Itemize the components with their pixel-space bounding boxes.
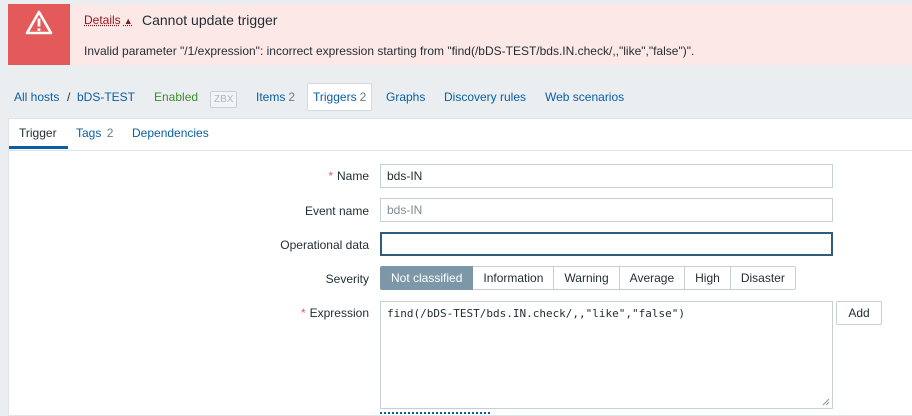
- details-toggle[interactable]: Details▲: [84, 13, 133, 27]
- severity-label: Severity: [325, 272, 369, 286]
- severity-disaster[interactable]: Disaster: [730, 266, 796, 290]
- required-marker: *: [328, 169, 333, 183]
- event-name-input[interactable]: bds-IN: [380, 198, 833, 222]
- expression-label: *Expression: [300, 306, 369, 320]
- expression-text: find(/bDS-TEST/bds.IN.check/,,"like","fa…: [387, 307, 686, 320]
- tags-count: 2: [106, 126, 114, 140]
- resize-handle-icon[interactable]: [822, 398, 830, 406]
- severity-high[interactable]: High: [685, 266, 731, 290]
- error-title: Cannot update trigger: [142, 12, 278, 28]
- name-label: *Name: [328, 169, 369, 183]
- items-count: 2: [288, 90, 296, 104]
- warning-icon: [25, 10, 53, 35]
- trigger-form-panel: Trigger Tags 2 Dependencies *Name bds-IN…: [8, 118, 912, 416]
- severity-information[interactable]: Information: [473, 266, 555, 290]
- tab-tags[interactable]: Tags 2: [76, 126, 114, 140]
- add-expression-button[interactable]: Add: [836, 301, 882, 325]
- error-message-box: Details▲ Cannot update trigger Invalid p…: [8, 4, 912, 65]
- expression-constructor-link-partial[interactable]: [380, 412, 490, 415]
- triggers-count: 2: [359, 90, 367, 104]
- breadcrumb-separator: /: [67, 90, 71, 104]
- host-status-enabled[interactable]: Enabled: [154, 90, 199, 104]
- severity-average[interactable]: Average: [619, 266, 686, 290]
- form-tabs: Trigger Tags 2 Dependencies: [9, 119, 912, 151]
- operational-data-input[interactable]: [380, 232, 833, 256]
- web-scenarios-link[interactable]: Web scenarios: [545, 90, 625, 104]
- severity-not-classified[interactable]: Not classified: [380, 266, 474, 290]
- tab-dependencies[interactable]: Dependencies: [132, 126, 209, 140]
- host-link[interactable]: bDS-TEST: [77, 90, 136, 104]
- caret-up-icon: ▲: [123, 16, 133, 26]
- zbx-availability-badge: ZBX: [210, 91, 238, 108]
- expression-textarea[interactable]: find(/bDS-TEST/bds.IN.check/,,"like","fa…: [380, 301, 833, 409]
- severity-selector: Not classified Information Warning Avera…: [380, 266, 796, 290]
- active-tab-indicator: [9, 146, 68, 149]
- all-hosts-link[interactable]: All hosts: [14, 90, 60, 104]
- operational-data-label: Operational data: [280, 238, 369, 252]
- name-input[interactable]: bds-IN: [380, 164, 833, 188]
- required-marker: *: [300, 306, 306, 320]
- event-name-label: Event name: [304, 204, 369, 218]
- warning-icon-area: [8, 4, 70, 65]
- severity-warning[interactable]: Warning: [554, 266, 620, 290]
- tab-trigger[interactable]: Trigger: [19, 126, 57, 140]
- graphs-link[interactable]: Graphs: [386, 90, 426, 104]
- error-detail-text: Invalid parameter "/1/expression": incor…: [84, 44, 695, 58]
- discovery-rules-link[interactable]: Discovery rules: [444, 90, 527, 104]
- error-message-body: Details▲ Cannot update trigger Invalid p…: [70, 4, 912, 65]
